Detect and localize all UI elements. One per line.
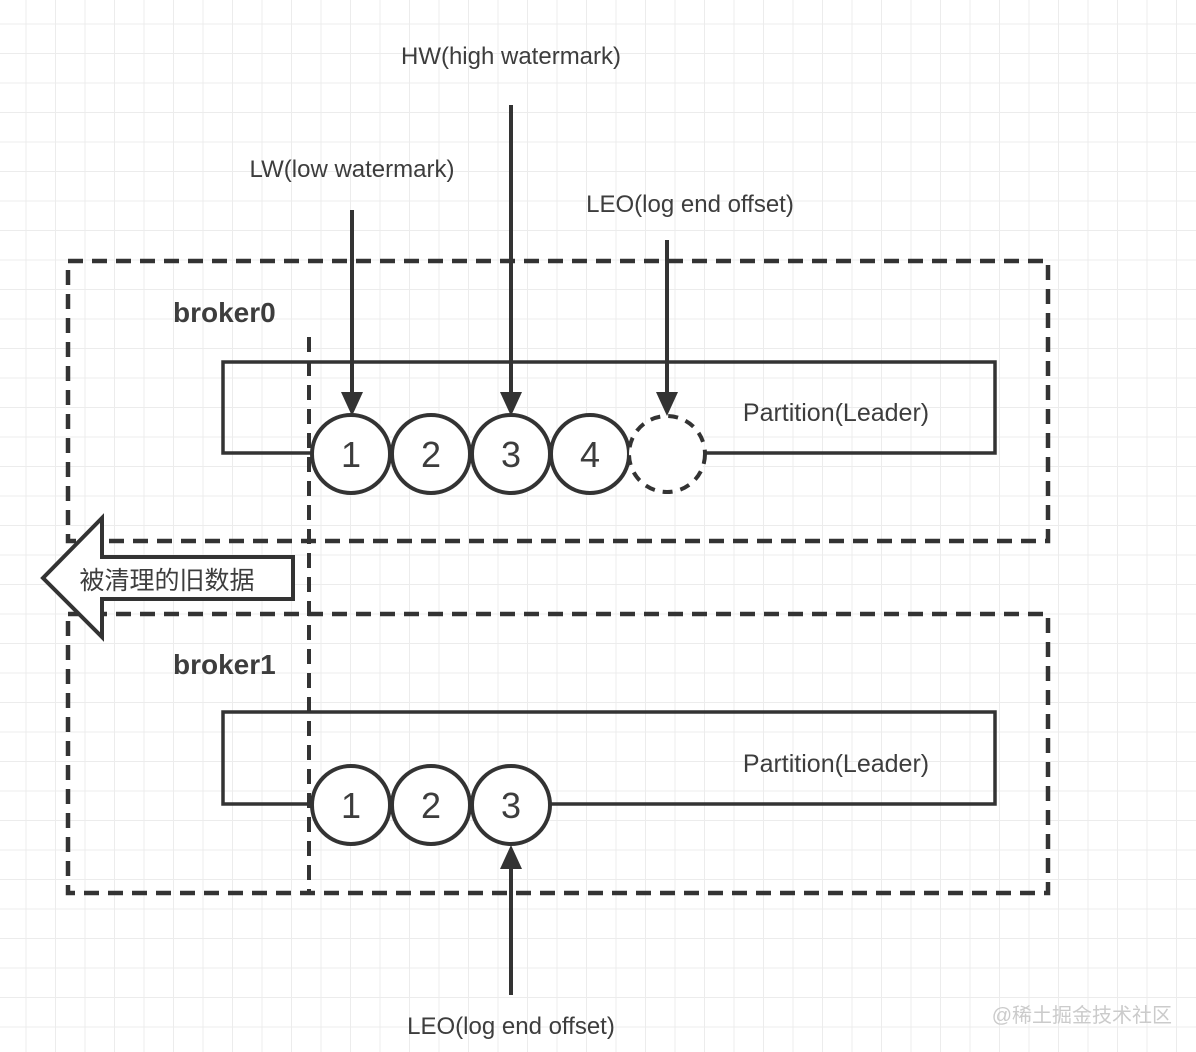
segment-number: 1 — [341, 785, 361, 826]
segment-number: 2 — [421, 434, 441, 475]
broker0-border — [65, 258, 1051, 544]
left-block-arrow-icon — [40, 513, 295, 642]
leo-bottom-arrow — [500, 845, 522, 995]
cleaned-data-label: 被清理的旧数据 — [79, 567, 254, 595]
cleaned-data-arrow: 被清理的旧数据 — [40, 513, 295, 642]
lw-arrow — [341, 210, 363, 416]
lw-arrowhead-icon — [341, 392, 363, 416]
broker0-partition-label: Partition(Leader) — [743, 399, 929, 427]
segment-number: 1 — [341, 434, 361, 475]
leo-top-arrowhead-icon — [656, 392, 678, 416]
broker0-box: broker0 — [65, 258, 1051, 544]
leo-bottom-arrowhead-icon — [500, 845, 522, 869]
broker0-partition: Partition(Leader) 1 2 3 4 — [221, 360, 997, 495]
segment-number: 3 — [501, 434, 521, 475]
hw-label: HW(high watermark) — [401, 43, 621, 70]
segment-number: 3 — [501, 785, 521, 826]
broker1-partition-box — [221, 710, 997, 806]
broker1-segment-3 — [470, 764, 552, 846]
hw-arrowhead-icon — [500, 392, 522, 416]
broker1-box: broker1 — [65, 611, 1051, 896]
leo-top-arrow — [656, 240, 678, 416]
broker1-partition-label: Partition(Leader) — [743, 750, 929, 778]
segment-number: 4 — [580, 434, 600, 475]
broker1-border — [65, 611, 1051, 896]
broker1-partition: Partition(Leader) 1 2 3 — [221, 710, 997, 846]
lw-label: LW(low watermark) — [250, 156, 455, 183]
leo-bottom-label: LEO(log end offset) — [407, 1013, 615, 1040]
broker0-name: broker0 — [173, 297, 276, 328]
watermark-text: @稀土掘金技术社区 — [992, 1004, 1172, 1027]
broker0-segment-next-dashed — [627, 414, 707, 494]
segment-number: 2 — [421, 785, 441, 826]
leo-top-label: LEO(log end offset) — [586, 191, 794, 218]
hw-arrow — [500, 105, 522, 416]
broker1-name: broker1 — [173, 649, 276, 680]
